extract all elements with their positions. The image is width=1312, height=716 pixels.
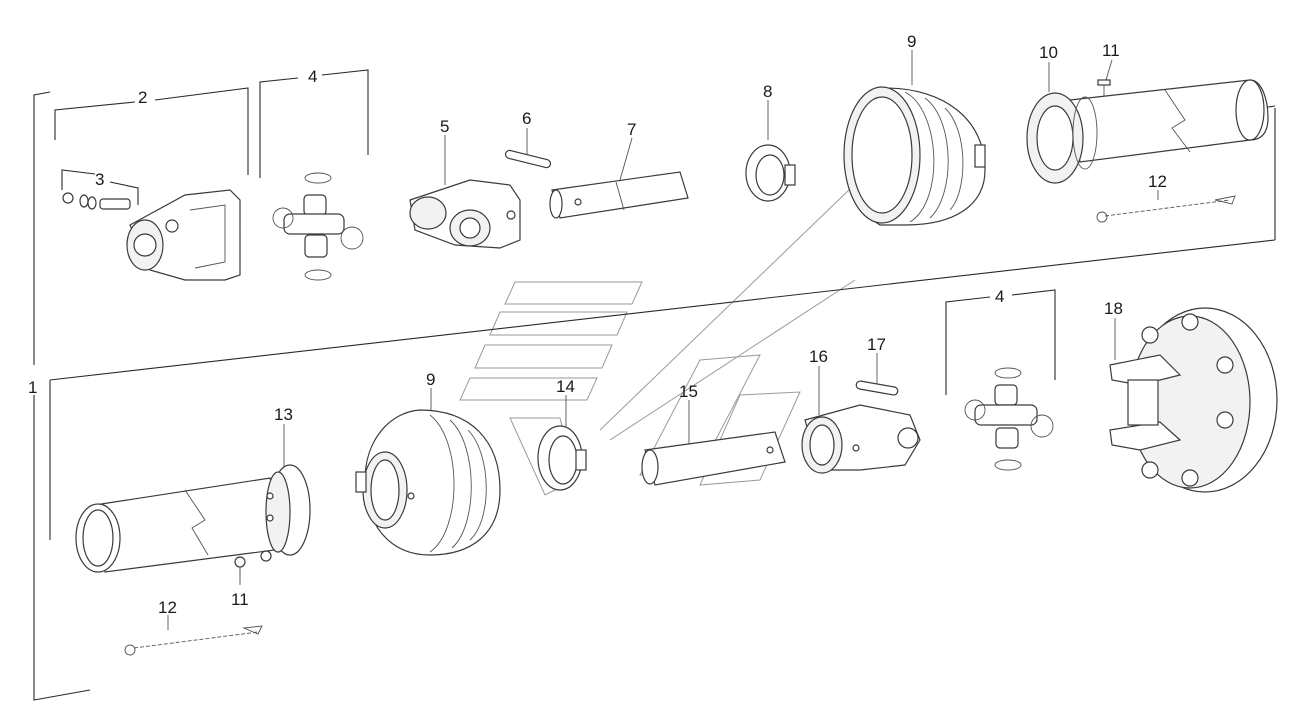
part-6-spring-pin bbox=[504, 149, 552, 169]
part-9-top-guard-cone bbox=[843, 86, 986, 226]
label-5: 5 bbox=[440, 117, 449, 136]
part-11-bottom-screw bbox=[234, 556, 246, 580]
part-15-inner-tube bbox=[641, 431, 786, 486]
part-7-inner-tube bbox=[549, 171, 689, 219]
label-14: 14 bbox=[556, 377, 575, 396]
label-10: 10 bbox=[1039, 43, 1058, 62]
part-12-top-chain bbox=[1096, 195, 1236, 223]
part-12-bottom-chain bbox=[124, 625, 263, 656]
assembly-brackets bbox=[33, 69, 1276, 701]
callout-labels: 1 2 3 4 5 6 7 8 9 10 11 12 4 9 13 14 15 … bbox=[28, 32, 1167, 617]
part-16-inner-yoke bbox=[801, 404, 921, 474]
label-9-bottom: 9 bbox=[426, 370, 435, 389]
label-6: 6 bbox=[522, 109, 531, 128]
label-12-top: 12 bbox=[1148, 172, 1167, 191]
label-8: 8 bbox=[763, 82, 772, 101]
label-17: 17 bbox=[867, 335, 886, 354]
label-13: 13 bbox=[274, 405, 293, 424]
part-2-yoke bbox=[126, 189, 241, 281]
part-14-bearing-ring bbox=[537, 425, 587, 491]
part-11-top-screw bbox=[1097, 79, 1111, 96]
label-11-top: 11 bbox=[1102, 41, 1120, 60]
label-7: 7 bbox=[627, 120, 636, 139]
part-8-bearing-ring bbox=[745, 144, 796, 202]
part-4-top-cross bbox=[272, 172, 364, 281]
part-13-outer-tube bbox=[75, 464, 311, 573]
label-12-bottom: 12 bbox=[158, 598, 177, 617]
label-3: 3 bbox=[95, 170, 104, 189]
part-3-pin-set bbox=[62, 192, 131, 210]
label-16: 16 bbox=[809, 347, 828, 366]
label-4-bottom: 4 bbox=[995, 287, 1004, 306]
part-9-bottom-guard-cone bbox=[355, 409, 501, 556]
label-9-top: 9 bbox=[907, 32, 916, 51]
leader-lines bbox=[167, 50, 1159, 630]
label-18: 18 bbox=[1104, 299, 1123, 318]
label-2: 2 bbox=[138, 88, 147, 107]
part-5-inner-yoke bbox=[409, 179, 521, 249]
label-1: 1 bbox=[28, 378, 37, 397]
label-4-top: 4 bbox=[308, 67, 317, 86]
part-4-bottom-cross bbox=[964, 367, 1054, 471]
part-10-outer-tube bbox=[1026, 79, 1269, 184]
part-17-spring-pin bbox=[855, 380, 899, 396]
label-15: 15 bbox=[679, 382, 698, 401]
part-18-flange-yoke bbox=[1109, 307, 1278, 493]
label-11-bottom: 11 bbox=[231, 590, 249, 609]
